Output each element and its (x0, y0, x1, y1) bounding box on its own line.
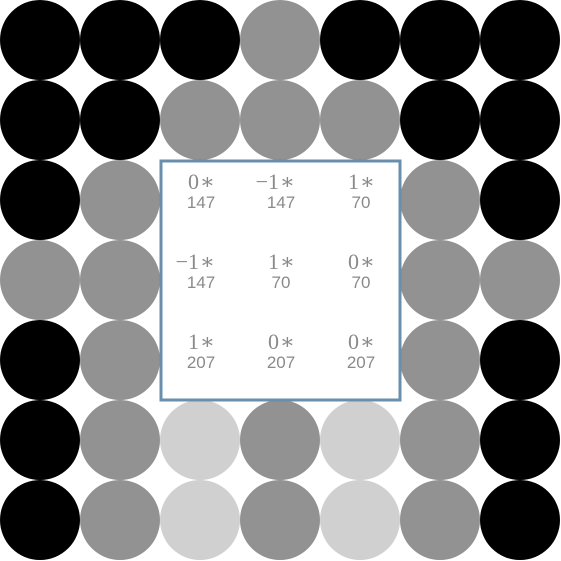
pixel-r1-c2 (160, 80, 240, 160)
pixel-r1-c6 (480, 80, 560, 160)
pixel-r5-c1 (80, 400, 160, 480)
pixel-r1-c5 (400, 80, 480, 160)
pixel-r2-c6 (480, 160, 560, 240)
kernel-cells: 0∗147−1∗1471∗70−1∗1471∗700∗701∗2070∗2070… (176, 169, 376, 372)
kernel-cell-r1-c1: 1∗70 (268, 249, 295, 292)
pixel-r1-c4 (320, 80, 400, 160)
pixel-r0-c0 (0, 0, 80, 80)
pixel-r5-c4 (320, 400, 400, 480)
pixel-r4-c5 (400, 320, 480, 400)
multiply-operator: ∗ (280, 329, 295, 354)
kernel-cell-r0-c2: 1∗70 (348, 169, 375, 212)
pixel-r5-c2 (160, 400, 240, 480)
pixel-value: 207 (267, 353, 295, 372)
kernel-weight: 1 (268, 249, 279, 274)
pixel-r2-c0 (0, 160, 80, 240)
pixel-r1-c3 (240, 80, 320, 160)
kernel-cell-r0-c1: −1∗147 (256, 169, 296, 212)
pixel-r0-c6 (480, 0, 560, 80)
multiply-operator: ∗ (200, 249, 215, 274)
pixel-r4-c0 (0, 320, 80, 400)
pixel-r6-c3 (240, 480, 320, 560)
pixel-r3-c0 (0, 240, 80, 320)
kernel-weight: 0 (188, 169, 199, 194)
pixel-r5-c3 (240, 400, 320, 480)
pixel-r2-c5 (400, 160, 480, 240)
kernel-window (159, 159, 402, 402)
kernel-weight: 0 (348, 249, 359, 274)
kernel-cell-r2-c1: 0∗207 (267, 329, 295, 372)
kernel-weight: 0 (348, 329, 359, 354)
pixel-r0-c2 (160, 0, 240, 80)
multiply-operator: ∗ (360, 329, 375, 354)
pixel-r6-c2 (160, 480, 240, 560)
pixel-r3-c6 (480, 240, 560, 320)
pixel-r4-c6 (480, 320, 560, 400)
pixel-r5-c0 (0, 400, 80, 480)
kernel-weight: 1 (188, 329, 199, 354)
pixel-r0-c1 (80, 0, 160, 80)
pixel-r1-c0 (0, 80, 80, 160)
pixel-r3-c5 (400, 240, 480, 320)
pixel-value: 70 (272, 273, 291, 292)
kernel-cell-r0-c0: 0∗147 (187, 169, 215, 212)
pixel-value: 70 (352, 273, 371, 292)
kernel-cell-r2-c0: 1∗207 (187, 329, 215, 372)
pixel-r0-c5 (400, 0, 480, 80)
pixel-r6-c4 (320, 480, 400, 560)
kernel-cell-r1-c0: −1∗147 (176, 249, 216, 292)
kernel-cell-r2-c2: 0∗207 (347, 329, 375, 372)
pixel-value: 147 (187, 193, 215, 212)
pixel-r1-c1 (80, 80, 160, 160)
pixel-value: 147 (267, 193, 295, 212)
pixel-r6-c1 (80, 480, 160, 560)
pixel-r0-c3 (240, 0, 320, 80)
pixel-value: 207 (347, 353, 375, 372)
pixel-value: 70 (352, 193, 371, 212)
pixel-r4-c1 (80, 320, 160, 400)
kernel-weight: −1 (256, 169, 279, 194)
pixel-r6-c0 (0, 480, 80, 560)
pixel-r3-c1 (80, 240, 160, 320)
multiply-operator: ∗ (280, 169, 295, 194)
pixel-r6-c5 (400, 480, 480, 560)
multiply-operator: ∗ (360, 249, 375, 274)
pixel-r6-c6 (480, 480, 560, 560)
kernel-weight: −1 (176, 249, 199, 274)
multiply-operator: ∗ (280, 249, 295, 274)
pixel-value: 207 (187, 353, 215, 372)
multiply-operator: ∗ (360, 169, 375, 194)
pixel-value: 147 (187, 273, 215, 292)
multiply-operator: ∗ (200, 329, 215, 354)
kernel-weight: 0 (268, 329, 279, 354)
pixel-r5-c6 (480, 400, 560, 480)
pixel-r0-c4 (320, 0, 400, 80)
multiply-operator: ∗ (200, 169, 215, 194)
kernel-weight: 1 (348, 169, 359, 194)
pixel-r2-c1 (80, 160, 160, 240)
pixel-r5-c5 (400, 400, 480, 480)
kernel-cell-r1-c2: 0∗70 (348, 249, 375, 292)
